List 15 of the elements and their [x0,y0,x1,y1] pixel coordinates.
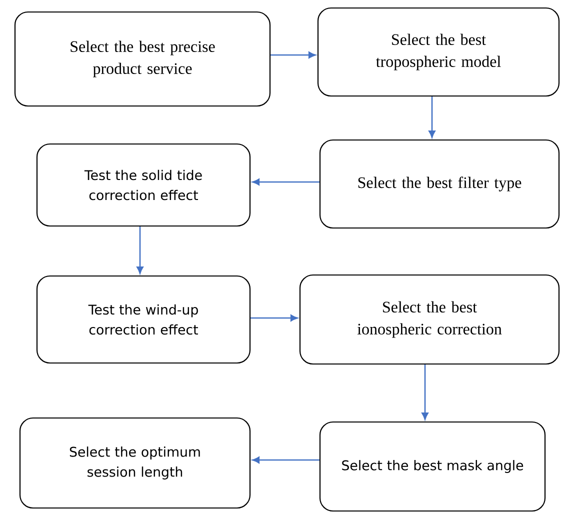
process-box: Select the best ionospheric correction [299,274,560,365]
arrow [428,96,436,138]
arrow [250,314,298,322]
process-box: Select the best filter type [319,139,560,229]
process-box: Test the wind-up correction effect [36,275,251,364]
process-box: Select the best precise product service [14,11,271,107]
arrow [252,178,320,186]
process-box: Select the best tropospheric model [317,7,560,97]
arrow [422,364,428,420]
arrow [270,52,316,58]
arrow [136,226,144,274]
process-box: Select the optimum session length [19,417,251,509]
arrow [252,456,320,464]
process-box: Test the solid tide correction effect [36,143,251,227]
process-box: Select the best mask angle [319,421,546,512]
